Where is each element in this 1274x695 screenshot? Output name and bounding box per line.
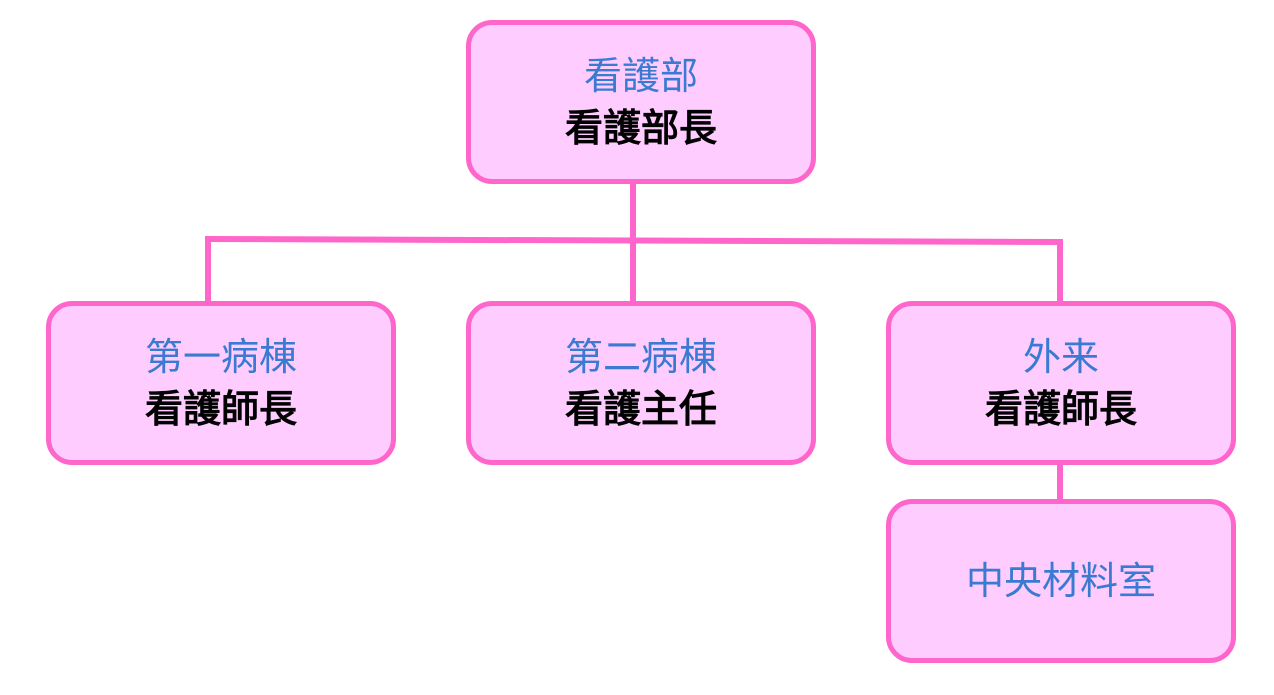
node-role-label: 看護師長 — [984, 387, 1137, 431]
node-outpatient: 外来 看護師長 — [886, 301, 1236, 465]
node-role-label: 看護師長 — [144, 387, 297, 431]
node-nursing-department: 看護部 看護部長 — [466, 20, 816, 184]
node-department-label: 第一病棟 — [144, 335, 297, 379]
node-department-label: 第二病棟 — [564, 335, 717, 379]
node-ward-2: 第二病棟 看護主任 — [466, 301, 816, 465]
node-department-label: 看護部 — [583, 54, 698, 98]
node-department-label: 中央材料室 — [965, 559, 1156, 603]
node-role-label: 看護主任 — [564, 387, 717, 431]
node-ward-1: 第一病棟 看護師長 — [46, 301, 396, 465]
node-role-label: 看護部長 — [564, 106, 717, 150]
node-department-label: 外来 — [1022, 335, 1099, 379]
node-central-supply: 中央材料室 — [886, 499, 1236, 663]
